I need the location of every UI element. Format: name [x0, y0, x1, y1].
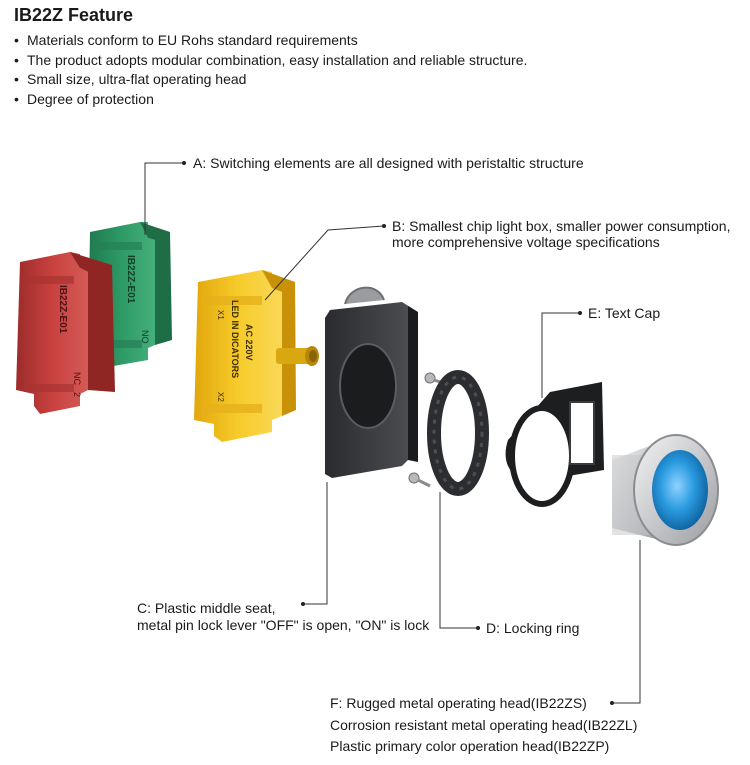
- page-title: IB22Z Feature: [14, 5, 134, 25]
- feature-item: The product adopts modular combination, …: [14, 51, 527, 71]
- yellow-module-label: LED IN DICATORS: [230, 300, 240, 378]
- callout-b-line1: B: Smallest chip light box, smaller powe…: [392, 218, 731, 234]
- callout-d: D: Locking ring: [486, 620, 580, 636]
- locking-ring: [427, 370, 489, 496]
- feature-item: Materials conform to EU Rohs standard re…: [14, 31, 527, 51]
- callout-e: E: Text Cap: [588, 305, 661, 321]
- leader-lines: [144, 162, 641, 704]
- green-block-no: NO: [140, 330, 150, 344]
- callout-c-line2: metal pin lock lever "OFF" is open, "ON"…: [137, 617, 430, 633]
- callout-c-line1: C: Plastic middle seat,: [137, 600, 276, 616]
- screw-lower: [408, 472, 431, 488]
- yellow-module-x2: X2: [216, 392, 225, 402]
- callout-b-line2: more comprehensive voltage specification…: [392, 234, 660, 250]
- red-block-nc: NC: [72, 372, 82, 385]
- plastic-middle-seat: [325, 286, 418, 478]
- text-cap: [505, 382, 604, 507]
- feature-item: Degree of protection: [14, 90, 527, 110]
- metal-operating-head: [612, 434, 719, 546]
- red-block-model: IB22Z-E01: [57, 285, 68, 334]
- feature-list: Materials conform to EU Rohs standard re…: [14, 31, 527, 109]
- callout-a: A: Switching elements are all designed w…: [193, 155, 584, 171]
- callout-f-line1: F: Rugged metal operating head(IB22ZS): [330, 695, 587, 711]
- leader-endpoints: [182, 161, 614, 705]
- green-block-model: IB22Z-E01: [125, 255, 136, 304]
- red-contact-block: [16, 252, 115, 414]
- feature-item: Small size, ultra-flat operating head: [14, 70, 527, 90]
- yellow-led-module: [194, 270, 319, 442]
- callout-f-line2: Corrosion resistant metal operating head…: [330, 717, 638, 733]
- yellow-module-x1: X1: [216, 310, 225, 320]
- red-block-terminal: 2: [72, 392, 82, 397]
- yellow-module-voltage: AC 220V: [244, 324, 254, 361]
- callout-f-line3: Plastic primary color operation head(IB2…: [330, 738, 610, 754]
